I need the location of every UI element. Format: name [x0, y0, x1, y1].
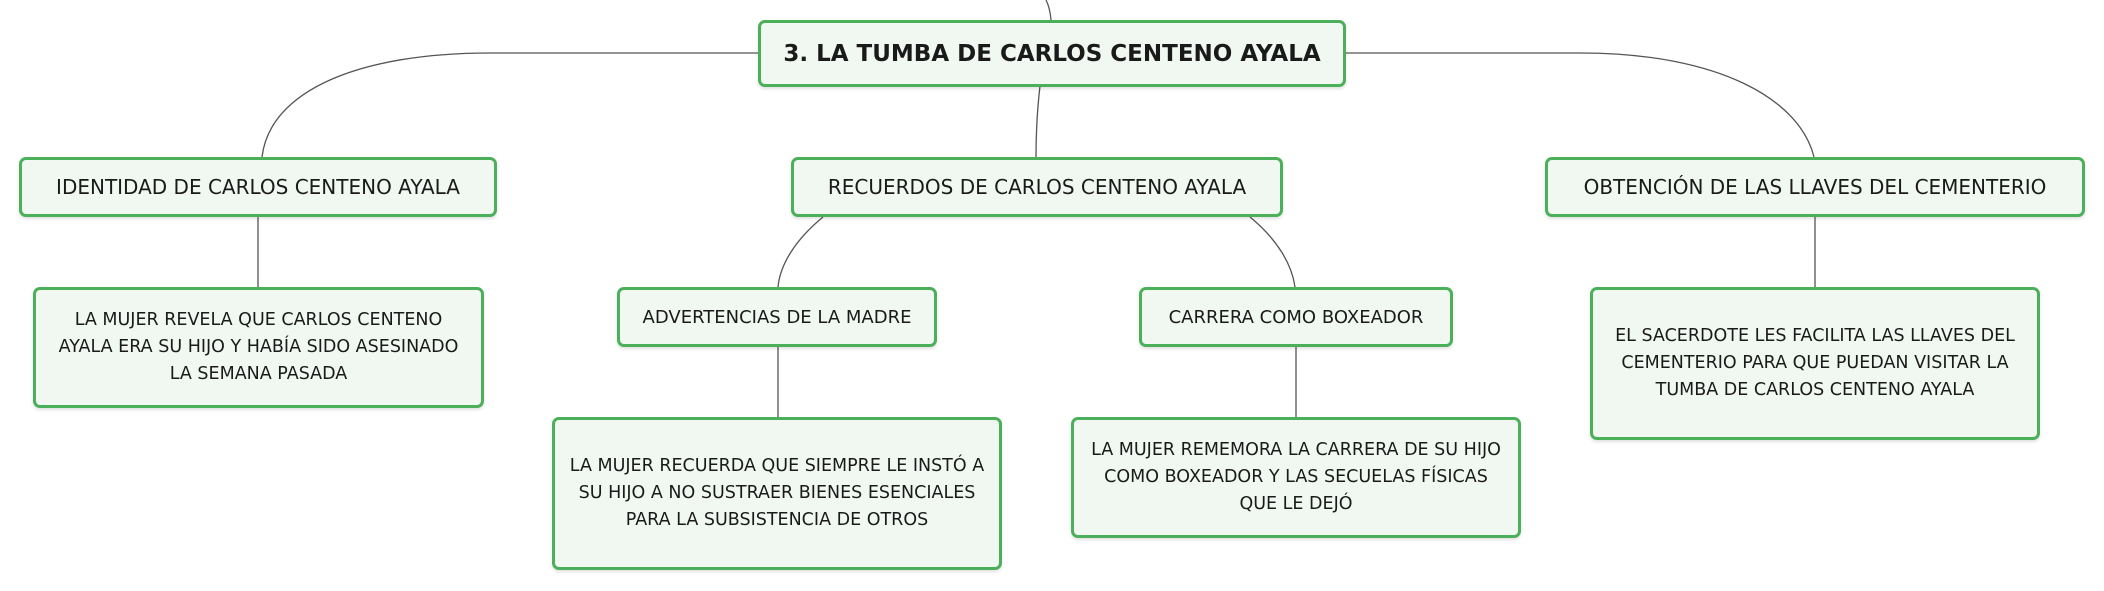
branch-llaves-label: OBTENCIÓN DE LAS LLAVES DEL CEMENTERIO: [1583, 175, 2047, 199]
subtopic-advertencias-label: ADVERTENCIAS DE LA MADRE: [642, 306, 912, 328]
connector-root-recuerdos: [1035, 85, 1041, 158]
connector-root-identidad: [261, 52, 758, 158]
advertencias-detail-text: LA MUJER RECUERDA QUE SIEMPRE LE INSTÓ A…: [569, 456, 985, 530]
connector-recuerdos-carrera: [1249, 216, 1296, 288]
connector-recuerdos-advertencias: [777, 216, 824, 288]
branch-identidad[interactable]: IDENTIDAD DE CARLOS CENTENO AYALA: [19, 157, 497, 217]
connector-root-top: [1045, 0, 1052, 21]
subtopic-carrera-label: CARRERA COMO BOXEADOR: [1168, 306, 1424, 328]
branch-identidad-label: IDENTIDAD DE CARLOS CENTENO AYALA: [56, 175, 460, 199]
advertencias-detail[interactable]: LA MUJER RECUERDA QUE SIEMPRE LE INSTÓ A…: [552, 417, 1002, 570]
connector-root-llaves: [1346, 52, 1815, 158]
carrera-detail-text: LA MUJER REMEMORA LA CARRERA DE SU HIJO …: [1091, 440, 1501, 514]
subtopic-advertencias[interactable]: ADVERTENCIAS DE LA MADRE: [617, 287, 937, 347]
root-topic[interactable]: 3. LA TUMBA DE CARLOS CENTENO AYALA: [758, 20, 1346, 87]
branch-recuerdos-label: RECUERDOS DE CARLOS CENTENO AYALA: [827, 175, 1247, 199]
identidad-detail[interactable]: LA MUJER REVELA QUE CARLOS CENTENO AYALA…: [33, 287, 484, 408]
llaves-detail-text: EL SACERDOTE LES FACILITA LAS LLAVES DEL…: [1615, 326, 2015, 400]
llaves-detail[interactable]: EL SACERDOTE LES FACILITA LAS LLAVES DEL…: [1590, 287, 2040, 440]
root-topic-label: 3. LA TUMBA DE CARLOS CENTENO AYALA: [783, 40, 1321, 67]
branch-recuerdos[interactable]: RECUERDOS DE CARLOS CENTENO AYALA: [791, 157, 1283, 217]
carrera-detail[interactable]: LA MUJER REMEMORA LA CARRERA DE SU HIJO …: [1071, 417, 1521, 538]
branch-llaves[interactable]: OBTENCIÓN DE LAS LLAVES DEL CEMENTERIO: [1545, 157, 2085, 217]
subtopic-carrera[interactable]: CARRERA COMO BOXEADOR: [1139, 287, 1453, 347]
identidad-detail-text: LA MUJER REVELA QUE CARLOS CENTENO AYALA…: [58, 310, 459, 384]
